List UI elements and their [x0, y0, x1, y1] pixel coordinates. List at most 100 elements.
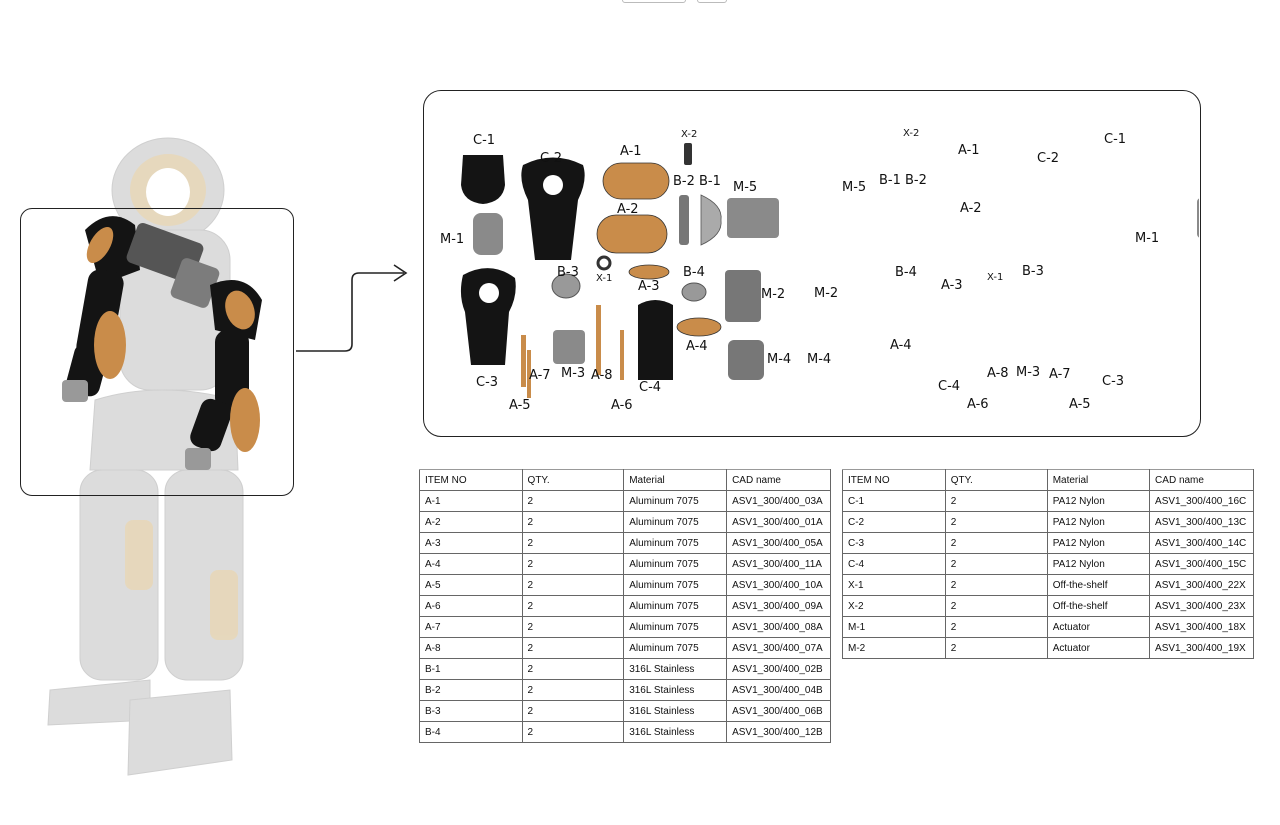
cell-item: A-6	[419, 595, 523, 617]
cell-material: Off-the-shelf	[1046, 574, 1151, 596]
cell-material: PA12 Nylon	[1046, 553, 1151, 575]
cell-qty: 2	[944, 511, 1048, 533]
part-label: C-3	[1102, 374, 1125, 389]
column-header: QTY.	[944, 469, 1048, 491]
part-label: B-4	[683, 265, 705, 280]
part-label: A-4	[890, 338, 912, 353]
cell-qty: 2	[521, 532, 625, 554]
part-label: B-3	[1022, 264, 1044, 279]
part-label: B-1	[879, 173, 901, 188]
cell-item: B-2	[419, 679, 523, 701]
part-c-3-hole	[479, 283, 499, 303]
cell-material: Aluminum 7075	[623, 511, 728, 533]
part-m-5	[727, 198, 779, 238]
left-exploded-set	[460, 143, 779, 398]
cell-cad: ASV1_300/400_19X	[1149, 637, 1254, 659]
part-label: M-1	[440, 232, 465, 247]
cell-item: M-2	[842, 637, 946, 659]
cell-item: A-8	[419, 637, 523, 659]
part-label: X-2	[903, 128, 920, 139]
table-header-row: ITEM NO QTY. Material CAD name	[419, 469, 831, 491]
cell-qty: 2	[944, 595, 1048, 617]
cell-material: Aluminum 7075	[623, 553, 728, 575]
cell-cad: ASV1_300/400_18X	[1149, 616, 1254, 638]
part-label: M-2	[814, 286, 839, 301]
part-m-5	[1197, 198, 1199, 238]
cell-item: A-5	[419, 574, 523, 596]
column-header: Material	[623, 469, 728, 491]
part-label: M-3	[561, 366, 586, 381]
column-header: CAD name	[1149, 469, 1254, 491]
cell-material: 316L Stainless	[623, 679, 728, 701]
cell-cad: ASV1_300/400_12B	[726, 721, 831, 743]
cell-cad: ASV1_300/400_08A	[726, 616, 831, 638]
column-header: ITEM NO	[842, 469, 946, 491]
part-c-1	[461, 155, 505, 204]
cell-item: A-1	[419, 490, 523, 512]
column-header: ITEM NO	[419, 469, 523, 491]
part-b-1	[700, 194, 722, 246]
part-a-5	[527, 350, 531, 398]
part-label: A-1	[620, 144, 642, 159]
cell-qty: 2	[521, 637, 625, 659]
part-label: M-5	[733, 180, 758, 195]
cell-material: Actuator	[1046, 637, 1151, 659]
cell-item: X-2	[842, 595, 946, 617]
part-label: C-1	[473, 133, 496, 148]
cell-material: Aluminum 7075	[623, 637, 728, 659]
cell-item: C-3	[842, 532, 946, 554]
part-label: X-1	[987, 272, 1004, 283]
part-label: M-4	[767, 352, 792, 367]
part-a-8	[596, 305, 601, 375]
exploded-view-frame	[423, 90, 1201, 437]
part-label: C-4	[938, 379, 961, 394]
part-label: A-8	[591, 368, 613, 383]
part-label: A-4	[686, 339, 708, 354]
cell-cad: ASV1_300/400_16C	[1149, 490, 1254, 512]
part-label: A-6	[611, 398, 633, 413]
cell-qty: 2	[521, 595, 625, 617]
callout-arrow	[296, 264, 408, 352]
part-label: A-7	[1049, 367, 1071, 382]
cell-cad: ASV1_300/400_09A	[726, 595, 831, 617]
part-label: A-2	[960, 201, 982, 216]
cell-material: Aluminum 7075	[623, 595, 728, 617]
toolbar-tab-fragment	[622, 0, 686, 3]
part-label: B-1	[699, 174, 721, 189]
part-x-1	[596, 255, 612, 271]
humanoid-robot-illustration	[47, 137, 262, 776]
part-c-2-hole	[543, 175, 563, 195]
part-label: M-3	[1016, 365, 1041, 380]
cell-item: A-3	[419, 532, 523, 554]
cell-qty: 2	[521, 574, 625, 596]
cell-qty: 2	[521, 658, 625, 680]
part-label: B-2	[673, 174, 695, 189]
part-m-1	[473, 213, 503, 255]
part-label: C-1	[1104, 132, 1127, 147]
cell-item: A-2	[419, 511, 523, 533]
cell-cad: ASV1_300/400_15C	[1149, 553, 1254, 575]
cell-item: A-7	[419, 616, 523, 638]
part-b-2	[679, 195, 689, 245]
part-a-1	[602, 162, 670, 200]
cell-qty: 2	[944, 616, 1048, 638]
cell-material: 316L Stainless	[623, 721, 728, 743]
right-exploded-set	[1197, 198, 1199, 238]
cell-cad: ASV1_300/400_01A	[726, 511, 831, 533]
part-label: A-1	[958, 143, 980, 158]
part-label: A-2	[617, 202, 639, 217]
part-label: A-6	[967, 397, 989, 412]
part-a-3	[628, 264, 670, 280]
